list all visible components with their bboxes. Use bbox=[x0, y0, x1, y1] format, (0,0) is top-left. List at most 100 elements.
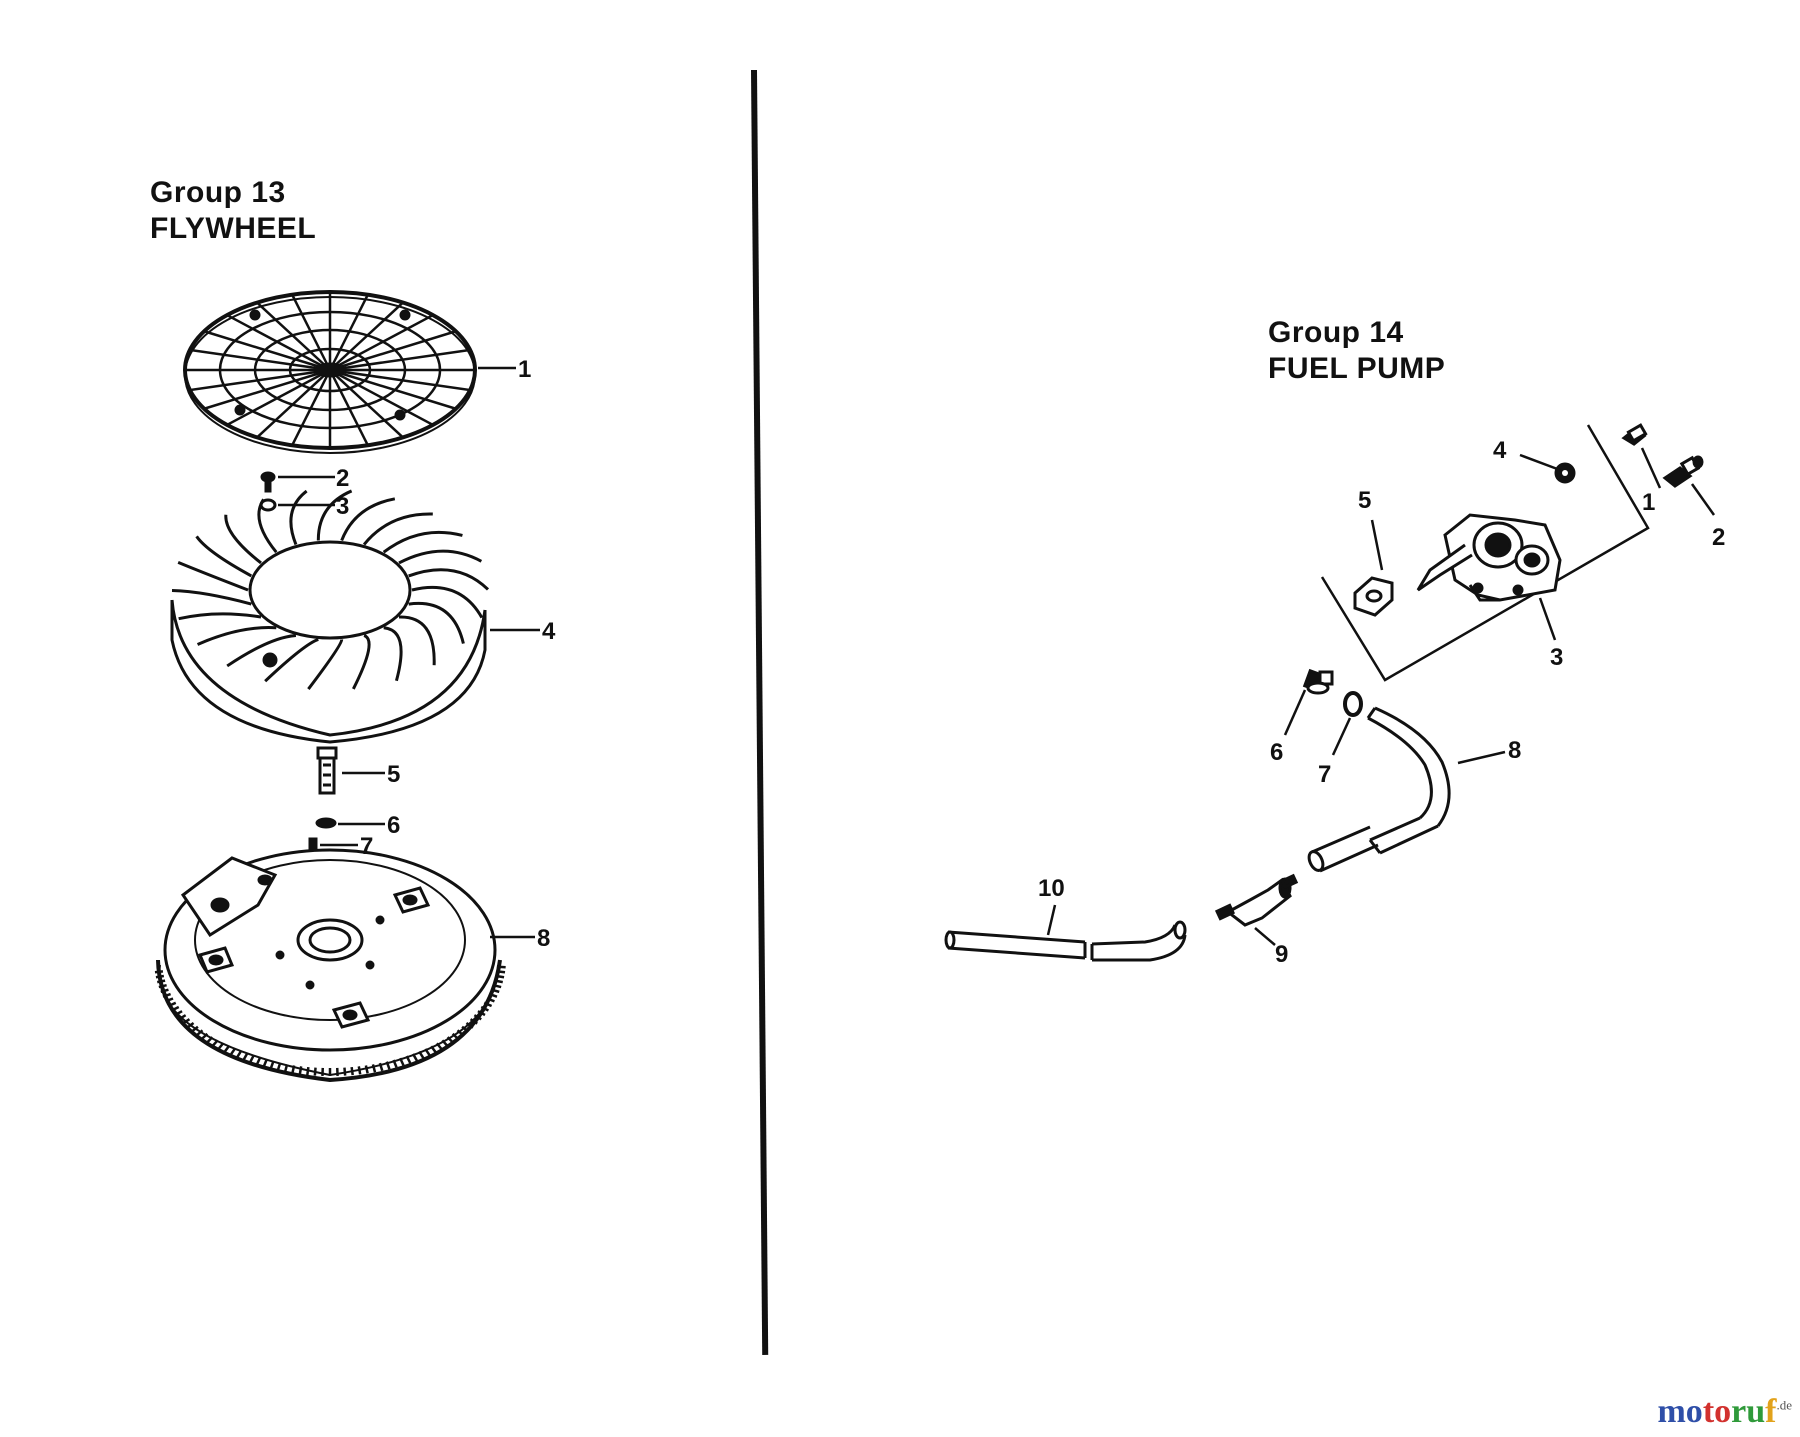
ring-gear-tooth bbox=[399, 1057, 405, 1066]
fuel-filter-part bbox=[1214, 873, 1299, 927]
ring-gear-tooth bbox=[371, 1064, 377, 1073]
group14-heading: Group 14 FUEL PUMP bbox=[1268, 315, 1445, 387]
group14-exploded-view bbox=[944, 423, 1716, 962]
ring-gear-tooth bbox=[248, 1055, 255, 1064]
ring-gear-tooth bbox=[491, 988, 500, 994]
ring-gear-tooth bbox=[489, 992, 498, 998]
ring-gear-tooth bbox=[158, 983, 167, 989]
fan-blade bbox=[257, 498, 278, 554]
watermark-suffix: .de bbox=[1776, 1397, 1792, 1413]
ring-gear-tooth bbox=[211, 1039, 219, 1048]
fuel-hose-part bbox=[1307, 706, 1451, 873]
ring-gear-tooth bbox=[162, 992, 171, 998]
ring-gear-tooth bbox=[424, 1048, 431, 1057]
watermark-letters-3: ru bbox=[1731, 1393, 1766, 1430]
fan-blade bbox=[398, 549, 483, 565]
fan-blade bbox=[195, 535, 253, 578]
ring-gear-tooth bbox=[156, 979, 166, 984]
ring-gear-tooth bbox=[451, 1032, 460, 1041]
group14-leader-lines bbox=[1046, 447, 1716, 946]
group13-leader-lines bbox=[278, 366, 540, 939]
ring-gear-tooth bbox=[171, 1005, 180, 1012]
fan-blade bbox=[178, 612, 262, 621]
ring-gear-tooth bbox=[435, 1042, 443, 1051]
ring-gear-tooth bbox=[200, 1032, 209, 1041]
watermark-letters-1: mo bbox=[1657, 1393, 1703, 1430]
group13-callout-4: 4 bbox=[542, 618, 556, 645]
screw-part bbox=[260, 471, 276, 493]
ring-gear-tooth bbox=[493, 983, 502, 989]
ring-gear-tooth bbox=[496, 970, 506, 974]
fan-blade bbox=[352, 634, 371, 690]
group14-callout-9: 9 bbox=[1275, 941, 1288, 968]
group13-callout-3: 3 bbox=[336, 493, 349, 520]
group14-callout-1: 1 bbox=[1642, 489, 1655, 516]
ring-gear-tooth bbox=[495, 974, 505, 979]
fan-blade bbox=[289, 489, 308, 546]
ring-gear-tooth bbox=[343, 1067, 347, 1076]
fan-blade bbox=[382, 530, 463, 554]
group14-callout-5: 5 bbox=[1358, 487, 1371, 514]
ring-gear-tooth bbox=[456, 1029, 465, 1037]
ring-gear-tooth bbox=[477, 1010, 486, 1017]
fitting-part bbox=[1662, 455, 1704, 488]
group13-exploded-view bbox=[154, 290, 540, 1083]
ring-gear-tooth bbox=[283, 1064, 289, 1073]
group14-callout-4: 4 bbox=[1493, 437, 1507, 464]
group13-title-name: FLYWHEEL bbox=[150, 212, 317, 245]
ring-gear-tooth bbox=[385, 1061, 391, 1070]
group13-callout-2: 2 bbox=[336, 465, 349, 492]
ring-gear-tooth bbox=[217, 1042, 225, 1051]
nut-part bbox=[315, 817, 337, 829]
ring-gear-tooth bbox=[195, 1029, 204, 1037]
ring-gear-tooth bbox=[411, 1053, 419, 1062]
ring-gear-tooth bbox=[223, 1045, 230, 1054]
pump-screw-part bbox=[1621, 423, 1648, 446]
group14-callout-10: 10 bbox=[1038, 875, 1065, 902]
fan-blade bbox=[383, 626, 403, 682]
ring-gear-tooth bbox=[298, 1066, 303, 1075]
fan-blade bbox=[408, 568, 490, 591]
group14-callout-8: 8 bbox=[1508, 737, 1521, 764]
group13-callout-8: 8 bbox=[537, 925, 550, 952]
group13-heading: Group 13 FLYWHEEL bbox=[150, 175, 316, 247]
ring-gear-tooth bbox=[480, 1005, 489, 1012]
group13-callout-7: 7 bbox=[360, 833, 373, 860]
ring-gear-tooth bbox=[350, 1066, 354, 1076]
ring-gear-tooth bbox=[205, 1036, 214, 1044]
ring-gear-tooth bbox=[190, 1025, 199, 1033]
fan-blade bbox=[408, 601, 465, 644]
fan-blade bbox=[177, 560, 249, 592]
ring-gear-tooth bbox=[235, 1050, 242, 1059]
ring-gear-tooth bbox=[357, 1066, 362, 1075]
group14-callout-3: 3 bbox=[1550, 644, 1563, 671]
fan-blade bbox=[398, 615, 436, 666]
ring-gear-tooth bbox=[486, 997, 495, 1003]
group14-callout-2: 2 bbox=[1712, 524, 1725, 551]
ring-gear-tooth bbox=[269, 1061, 275, 1070]
group13-title-number: Group 13 bbox=[150, 176, 286, 209]
ring-gear-tooth bbox=[469, 1018, 478, 1025]
fan-blade bbox=[340, 497, 396, 542]
fan-blade bbox=[316, 489, 353, 541]
ring-gear-tooth bbox=[229, 1048, 236, 1057]
hose-clamp-part bbox=[1343, 691, 1363, 717]
ring-gear-tooth bbox=[465, 1021, 474, 1029]
group13-callout-6: 6 bbox=[387, 812, 400, 839]
fan-part bbox=[170, 489, 490, 744]
ring-gear-tooth bbox=[497, 965, 506, 969]
site-watermark: motoruf.de bbox=[1657, 1393, 1792, 1431]
bolt-part bbox=[316, 746, 338, 795]
group14-callout-7: 7 bbox=[1318, 761, 1331, 788]
fan-blade bbox=[196, 626, 277, 646]
fuel-pump-part bbox=[1416, 513, 1562, 602]
ring-gear-tooth bbox=[276, 1062, 282, 1072]
watermark-letters-2: to bbox=[1702, 1393, 1732, 1430]
watermark-letters-4: f bbox=[1765, 1393, 1777, 1430]
group14-title-number: Group 14 bbox=[1268, 316, 1404, 349]
ring-gear-tooth bbox=[186, 1021, 195, 1029]
ring-gear-tooth bbox=[291, 1065, 296, 1074]
ring-gear-tooth bbox=[392, 1059, 398, 1068]
ring-gear-tooth bbox=[441, 1039, 449, 1048]
